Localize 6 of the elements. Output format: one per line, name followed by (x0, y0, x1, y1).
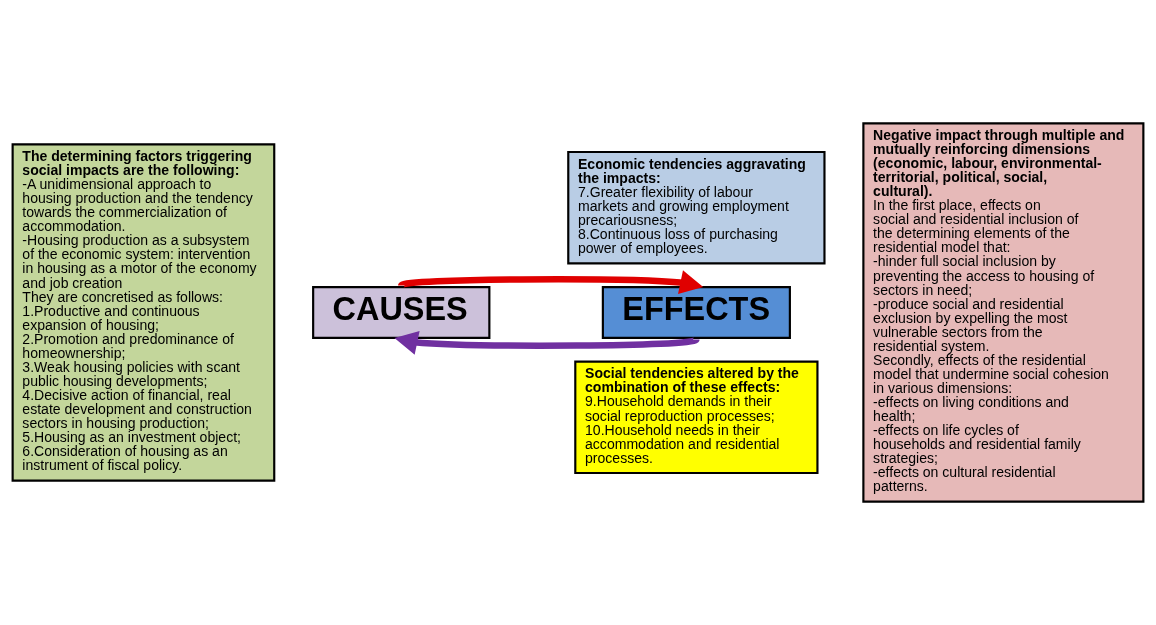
node-box: Negative impact through multiple and mutually reinforcing dimensions (economic, labour, environmental-territorial, political, social, cultural). In the first place, effects on social and residential inclusion of the determining elements of the residential model that: -hinder full social inclusion by preventing the access to housing of sectors in need; -produce social and residential exclusion by expelling the most vulnerable sectors from the residential system. Secondly, effects of the residential model that undermine social cohesion in various dimensions: -effects on living conditions and health; -effects on life cycles of households and residential family strategies; -effects on cultural residential patterns. (862, 122, 1145, 503)
node-box: Social tendencies altered by the combination of these effects: 9.Household demands in their social reproduction processes; 10.Household needs in their accommodation and residential processes. (574, 360, 819, 475)
node-box: CAUSES (312, 286, 491, 339)
node-box: The determining factors triggering social impacts are the following: -A unidimensional approach to housing production and the tendency towards the commercialization of accommodation. -Housing production as a subsystem of the economic system: intervention in housing as a motor of the economy and job creation They are concretised as follows: 1.Productive and continuous expansion of housing; 2.Promotion and predominance of homeownership; 3.Weak housing policies with scant public housing developments; 4.Decisive action of financial, real estate development and construction sectors in housing production; 5.Housing as an investment object; 6.Consideration of housing as an instrument of fiscal policy. (11, 143, 276, 482)
node-box: Economic tendencies aggravating the impacts: 7.Greater flexibility of labour markets and growing employment precariousness; 8.Continuous loss of purchasing power of employees. (567, 150, 826, 265)
node-box: EFFECTS (601, 286, 791, 339)
